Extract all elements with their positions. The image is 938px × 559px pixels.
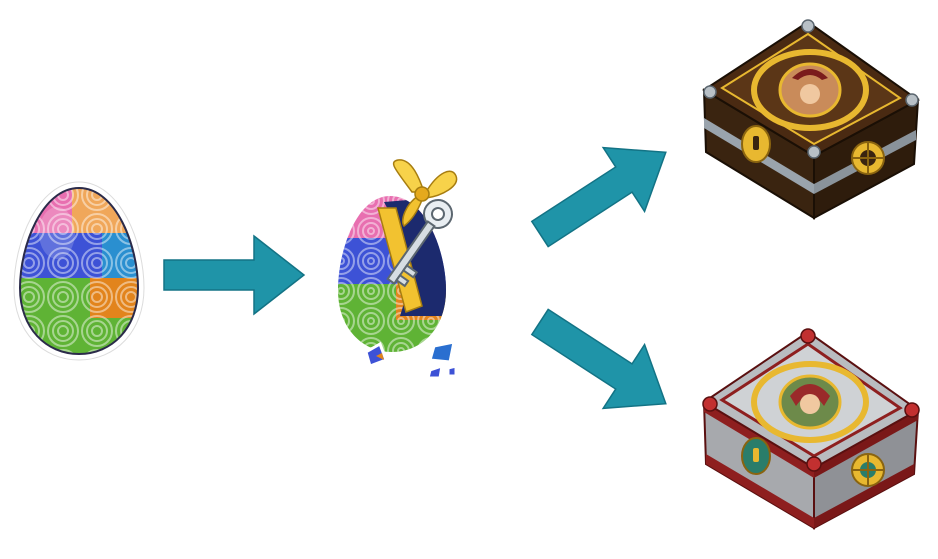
red-treasure-chest-icon [692, 316, 928, 540]
arrow-right-icon [158, 230, 310, 320]
spiral-egg-icon [12, 178, 146, 364]
arrow-down-right-icon [527, 305, 690, 426]
brown-treasure-chest-icon [692, 8, 928, 230]
arrow-up-right-icon [527, 130, 690, 251]
cracked-egg-with-key-icon [326, 156, 510, 396]
